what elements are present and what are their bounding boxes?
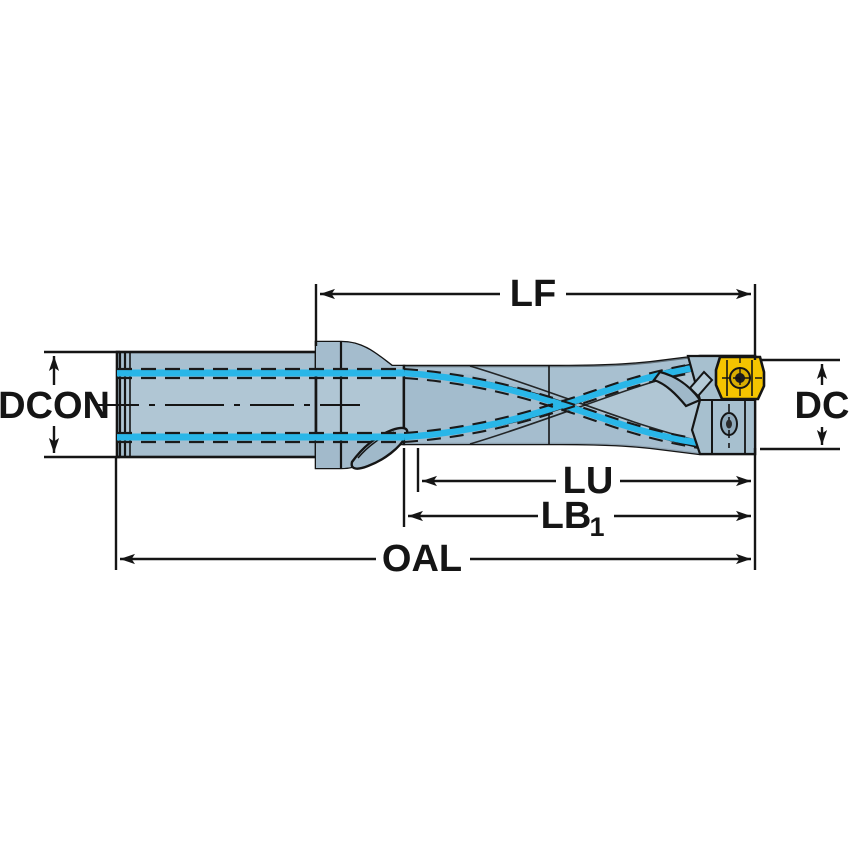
dimension-label-dcon: DCON	[0, 385, 110, 427]
dimension-DC: DC	[795, 364, 850, 445]
dimension-OAL: OAL	[120, 538, 751, 580]
dimension-LU: LU	[422, 460, 751, 502]
dimension-label-lb1-subscript: 1	[589, 512, 604, 542]
dimension-label-oal: OAL	[382, 538, 462, 580]
dimension-LB1: LB 1	[408, 495, 751, 542]
carbide-insert	[714, 355, 766, 401]
coolant-channel-shank	[117, 367, 404, 444]
dimension-label-lf: LF	[510, 273, 556, 315]
dimension-label-lu: LU	[563, 460, 614, 502]
dimension-label-dc: DC	[795, 385, 850, 427]
dimension-DCON: DCON	[0, 356, 118, 453]
dimension-LF: LF	[320, 273, 751, 315]
dimension-extension-lines	[44, 284, 840, 570]
dimension-label-lb1: LB	[541, 495, 592, 537]
